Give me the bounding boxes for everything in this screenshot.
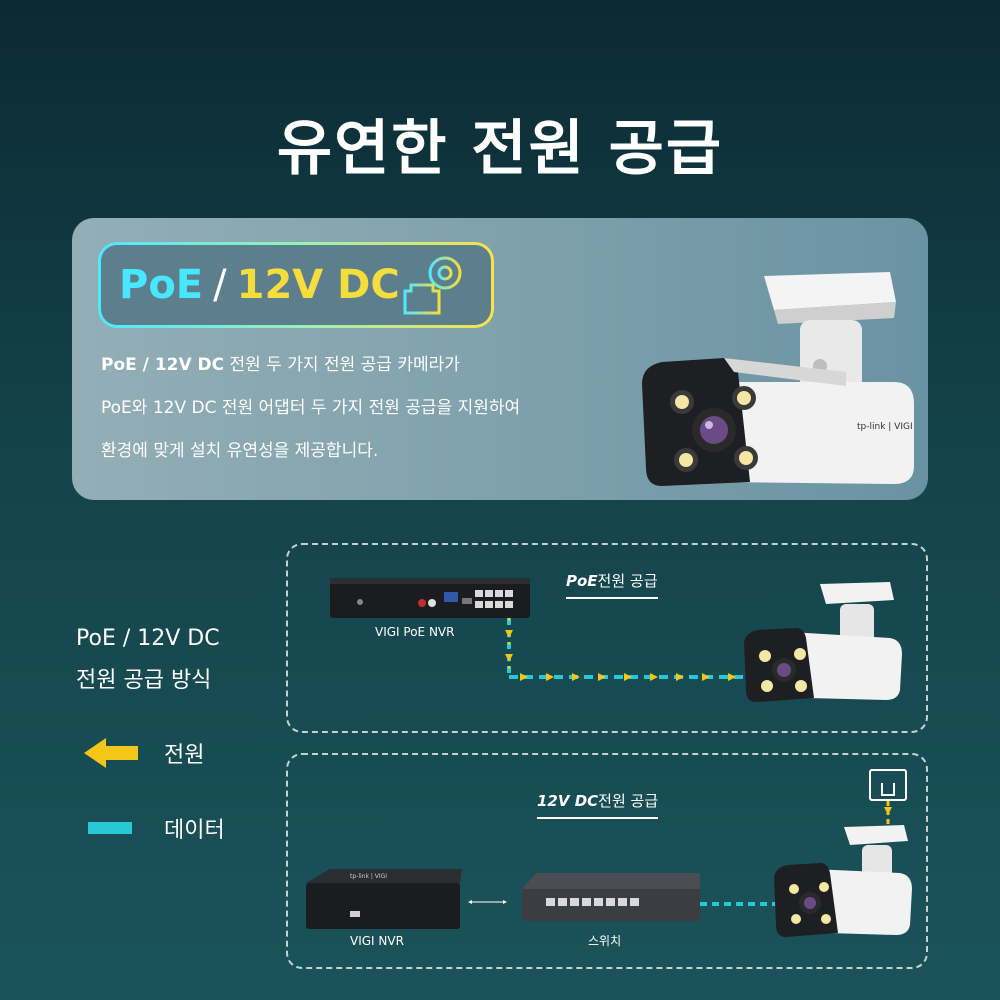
desc-rest: 전원 두 가지 전원 공급 카메라가: [224, 355, 460, 375]
badge-dc-text: 12V DC: [236, 262, 400, 308]
legend-title-line-1: PoE / 12V DC: [76, 626, 220, 651]
dc-title-rest: 전원 공급: [598, 792, 659, 810]
desc-poe: PoE: [101, 355, 137, 375]
poe-diagram-box: [286, 543, 928, 733]
power-arrow-icon: [84, 738, 138, 768]
desc-dc: 12V DC: [154, 355, 225, 375]
description-line-3: 환경에 맞게 설치 유연성을 제공합니다.: [101, 441, 379, 461]
legend-title: PoE / 12V DC 전원 공급 방식: [76, 618, 220, 702]
description-line-1: PoE / 12V DC 전원 두 가지 전원 공급 카메라가: [101, 344, 641, 387]
dc-diagram-graphic: tp-link | VIGI: [306, 769, 912, 937]
page-title: 유연한 전원 공급: [276, 114, 724, 184]
legend-power-label: 전원: [164, 743, 205, 768]
bullet-camera-image: tp-link | VIGI: [642, 272, 914, 486]
power-badge: PoE / 12V DC: [101, 245, 491, 325]
poe-title-bold: PoE: [566, 572, 598, 590]
legend-data: 데이터: [84, 812, 225, 844]
poe-title-rest: 전원 공급: [597, 572, 658, 590]
desc-sep: /: [136, 355, 155, 375]
dc-nvr-label: VIGI NVR: [350, 934, 404, 948]
data-line-icon: [88, 822, 132, 834]
badge-poe-text: PoE: [119, 262, 204, 308]
dc-diagram-box: [286, 753, 928, 969]
switch-label: 스위치: [588, 934, 622, 948]
badge-separator: /: [213, 262, 227, 308]
legend-title-line-2: 전원 공급 방식: [76, 668, 212, 693]
poe-diagram-title: PoE전원 공급: [566, 570, 658, 599]
poe-nvr-label: VIGI PoE NVR: [375, 625, 455, 639]
svg-text:tp-link | VIGI: tp-link | VIGI: [350, 873, 387, 880]
card-description: PoE / 12V DC 전원 두 가지 전원 공급 카메라가 PoE와 12V…: [101, 344, 641, 473]
poe-diagram-graphic: [330, 578, 902, 702]
legend-data-label: 데이터: [164, 818, 225, 843]
svg-text:tp-link | VIGI: tp-link | VIGI: [857, 422, 913, 432]
description-line-2: PoE와 12V DC 전원 어댑터 두 가지 전원 공급을 지원하여: [101, 398, 521, 418]
ethernet-power-icon: [403, 256, 462, 315]
dc-diagram-title: 12V DC전원 공급: [537, 790, 659, 819]
legend-power: 전원: [84, 736, 204, 770]
info-card: PoE / 12V DC PoE / 12V DC 전원 두 가지 전원 공급 …: [72, 218, 928, 500]
dc-title-bold: 12V DC: [537, 792, 599, 810]
